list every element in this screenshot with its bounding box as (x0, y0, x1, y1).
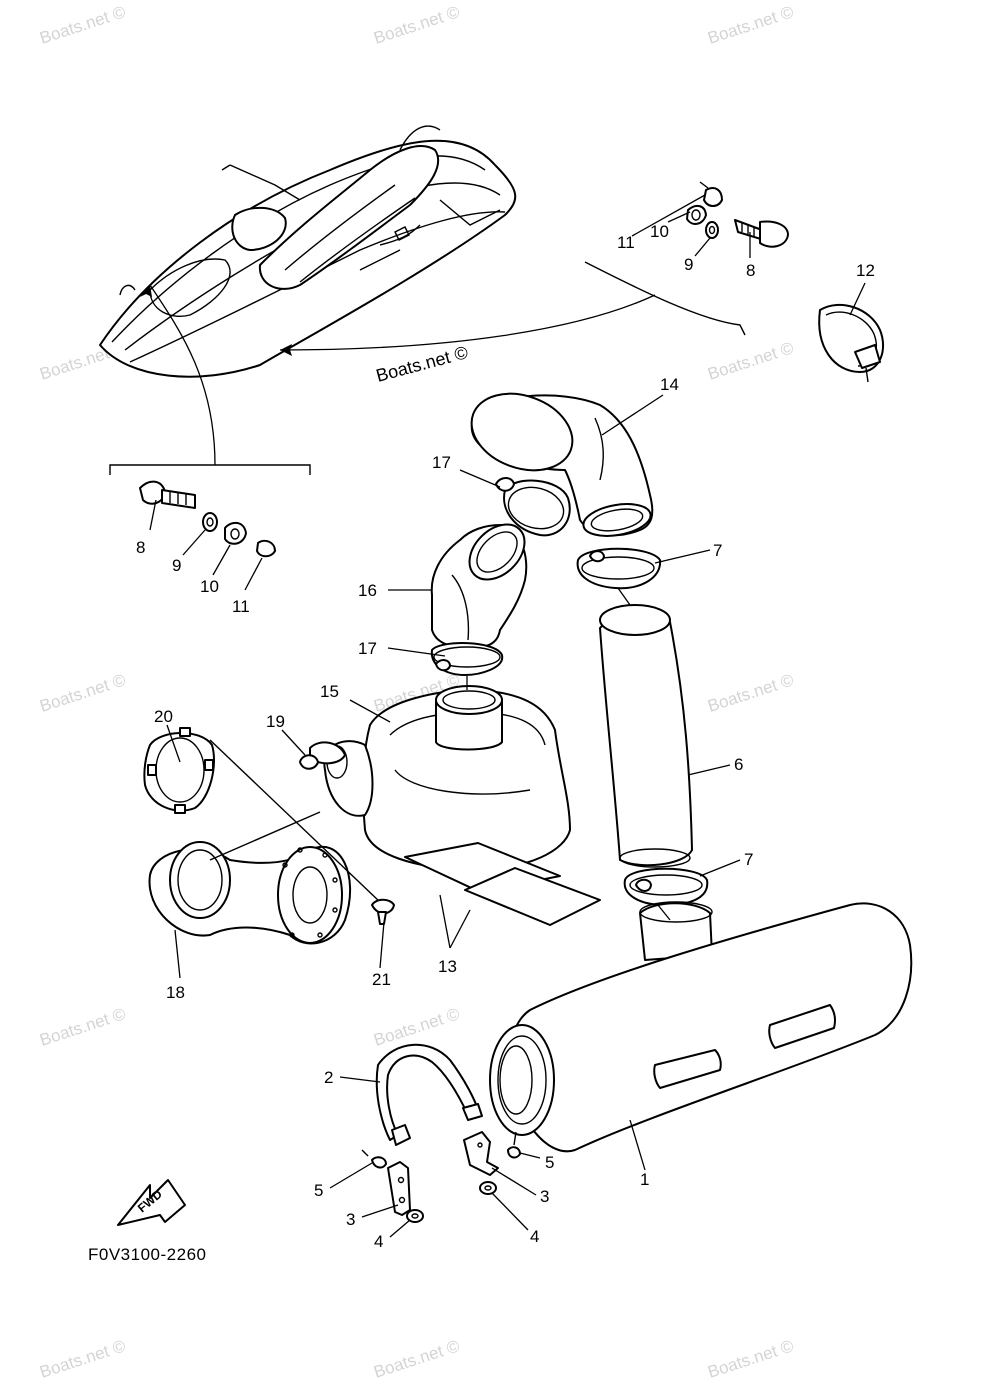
watermark-main: Boats.net © (374, 342, 470, 386)
part-20-ring-flange (143, 727, 216, 814)
callout-2: 2 (324, 1068, 333, 1087)
callout-16: 16 (358, 581, 377, 600)
watermark: Boats.net © (37, 1004, 128, 1050)
part-6-exhaust-hose (599, 604, 693, 868)
callout-9: 9 (172, 556, 181, 575)
watermark: Boats.net © (371, 2, 462, 48)
callout-numbers: 11 10 9 8 12 14 17 8 9 10 11 7 16 17 15 … (136, 222, 875, 1251)
callout-17: 17 (432, 453, 451, 472)
part-17-hose-clamp-upper (495, 477, 571, 537)
callout-3: 3 (346, 1210, 355, 1229)
callout-20: 20 (154, 707, 173, 726)
watermark: Boats.net © (37, 670, 128, 716)
callout-11: 11 (617, 233, 635, 252)
callout-15: 15 (320, 682, 339, 701)
watermark: Boats.net © (371, 1336, 462, 1381)
part-7-hose-clamp-upper (576, 547, 662, 590)
watermark: Boats.net © (705, 2, 796, 48)
callout-8: 8 (746, 261, 755, 280)
part-14-elbow-hose (470, 392, 654, 537)
watermark: Boats.net © (705, 338, 796, 384)
callout-8: 8 (136, 538, 145, 557)
callout-11: 11 (232, 597, 250, 616)
watercraft-illustration (99, 125, 517, 378)
callout-7: 7 (744, 850, 753, 869)
callout-1: 1 (640, 1170, 649, 1189)
callout-13: 13 (438, 957, 457, 976)
callout-5: 5 (314, 1181, 323, 1200)
watermark: Boats.net © (37, 2, 128, 48)
diagram-code: F0V3100-2260 (88, 1245, 206, 1264)
callout-7: 7 (713, 541, 722, 560)
callout-10: 10 (650, 222, 669, 241)
watermark: Boats.net © (705, 1336, 796, 1381)
fwd-direction-arrow: FWD (117, 1179, 186, 1226)
part-15-water-lock-chamber (323, 685, 571, 871)
part-3-bracket-left (387, 1161, 411, 1216)
part-2-strap (375, 1043, 483, 1146)
callout-9: 9 (684, 255, 693, 274)
part-13-rubber-pads (404, 842, 601, 926)
callout-10: 10 (200, 577, 219, 596)
part-17-hose-clamp-lower (430, 642, 504, 676)
part-19-hose-clamp (299, 741, 346, 770)
callout-14: 14 (660, 375, 679, 394)
part-7-hose-clamp-lower (623, 867, 709, 906)
callout-12: 12 (856, 261, 875, 280)
part-5-screws (361, 1131, 521, 1169)
hull-left-leader (149, 284, 216, 466)
hull-right-leader (279, 294, 656, 351)
watermark: Boats.net © (37, 1336, 128, 1381)
arrow-head (280, 344, 292, 356)
part-1-muffler (489, 901, 913, 1153)
part-4-washers (406, 1181, 497, 1223)
part-3-bracket-right (463, 1131, 499, 1176)
arrow-head (140, 285, 152, 297)
callout-19: 19 (266, 712, 285, 731)
callout-5: 5 (545, 1153, 554, 1172)
part-16-elbow-hose (430, 523, 528, 649)
callout-17: 17 (358, 639, 377, 658)
callout-6: 6 (734, 755, 743, 774)
watermark: Boats.net © (705, 670, 796, 716)
drain-plug-group-left (109, 464, 311, 558)
callout-18: 18 (166, 983, 185, 1002)
part-12-hose-band (818, 303, 885, 383)
drain-plug-group-right (584, 181, 789, 336)
callout-4: 4 (374, 1232, 383, 1251)
callout-21: 21 (372, 970, 391, 989)
callout-3: 3 (540, 1187, 549, 1206)
part-21-bolt (371, 898, 395, 925)
leader-lines (149, 194, 866, 1238)
watermark: Boats.net © (371, 1004, 462, 1050)
callout-4: 4 (530, 1227, 539, 1246)
part-18-outlet-pipe (148, 739, 381, 945)
